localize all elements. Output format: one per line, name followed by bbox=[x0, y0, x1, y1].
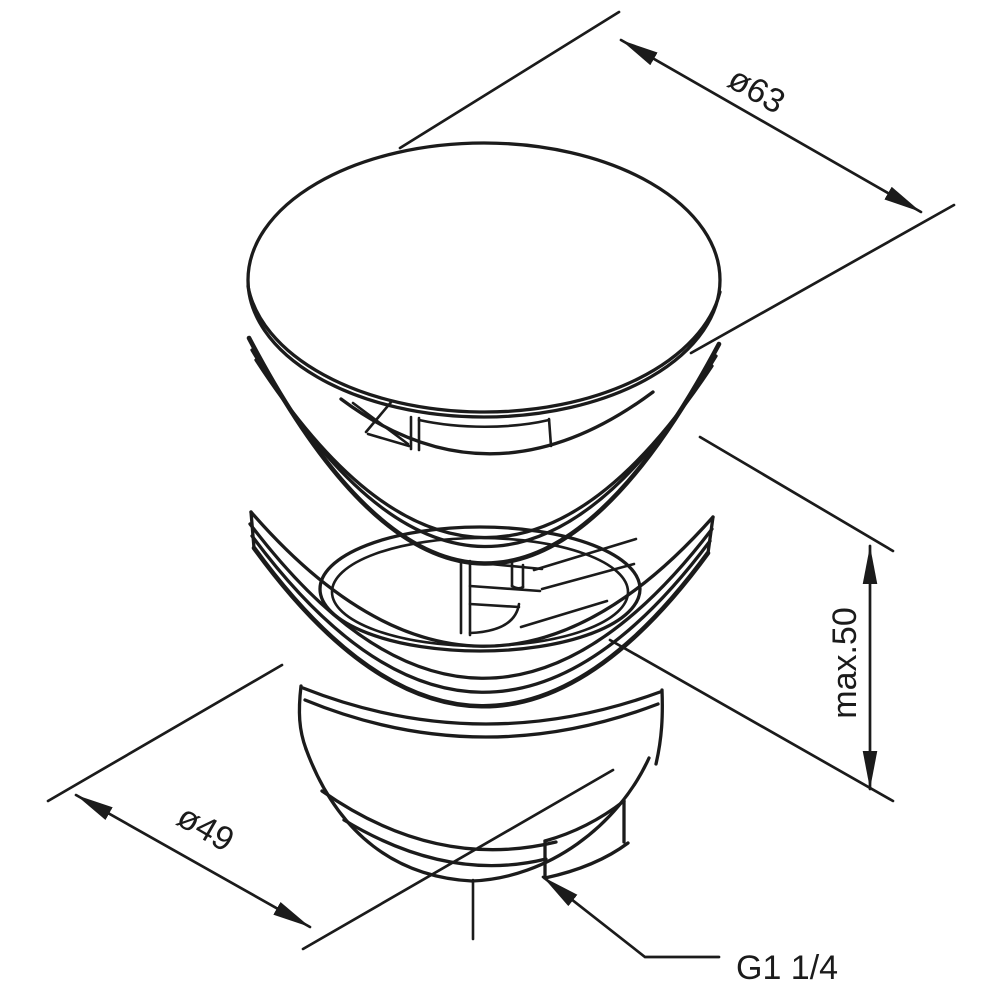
dimension-body-diameter: ø49 bbox=[46, 663, 615, 951]
cap-diameter-label: ø63 bbox=[722, 59, 792, 121]
dimension-line bbox=[619, 38, 923, 214]
extension-line bbox=[608, 638, 895, 803]
dimension-max-clamp: max.50 bbox=[608, 435, 895, 803]
lower-body-tail bbox=[297, 684, 664, 941]
spider-and-screw bbox=[459, 537, 638, 637]
extension-line bbox=[689, 203, 956, 355]
slot-crescent bbox=[339, 390, 655, 456]
extension-line bbox=[301, 768, 615, 951]
thread-callout: G1 1/4 bbox=[541, 875, 838, 987]
thread-label: G1 1/4 bbox=[736, 949, 838, 987]
dimension-cap-diameter: ø63 bbox=[398, 10, 956, 355]
body-diameter-label: ø49 bbox=[171, 797, 241, 859]
extension-line bbox=[698, 435, 895, 553]
dimension-line bbox=[74, 793, 312, 929]
leader-line bbox=[541, 875, 721, 959]
cap-dome bbox=[246, 141, 722, 419]
max-clamp-label: max.50 bbox=[826, 607, 864, 719]
extension-line bbox=[398, 10, 621, 150]
main-flange bbox=[248, 510, 715, 709]
extension-line bbox=[46, 663, 284, 803]
